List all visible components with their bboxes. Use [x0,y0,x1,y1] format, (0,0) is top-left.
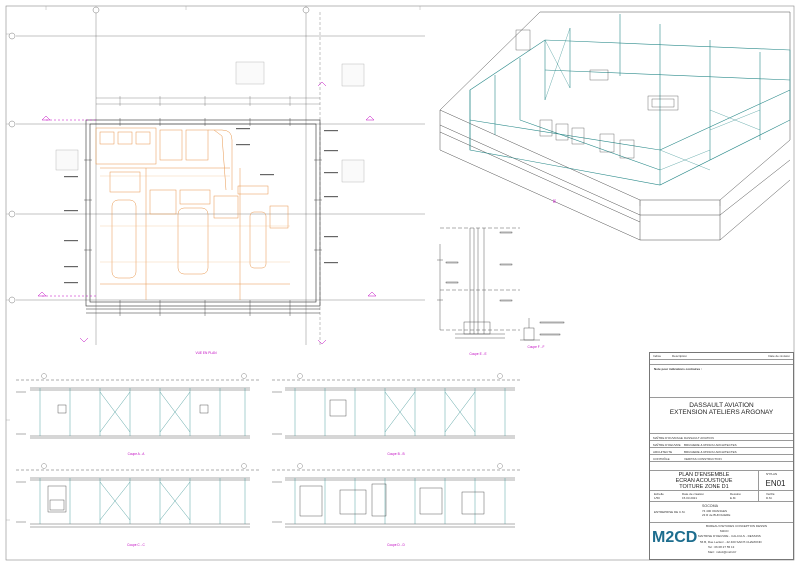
designer-line-3: Tel : 06 08 27 55 13 [708,545,735,549]
party-name-control: VERITAS CONSTRUCTION [684,457,722,461]
client-street: 23 R de BUFOLIERE [702,513,731,517]
party-name-architect: BRUGIERE & RISSOU ARCHITECTES [684,450,737,454]
coupe-d-section [272,469,520,528]
coupe-e-detail [437,227,520,339]
plan-view-label: VUE EN PLAN [195,351,217,355]
coupe-d-label: Coupe D - D [387,543,405,547]
coupe-f-label: Coupe F - F [527,345,544,349]
party-role-control: CONTRÔLE [653,457,670,461]
drawing-title-1: PLAN D'ENSEMBLE [678,472,730,478]
designer-line-2: 56 B, Rue Leclerc - 42 400 SAINT-CHAMOND [700,540,762,544]
client-name: SOCOMA [702,504,718,508]
designer-line-1: MAITRISE D'OEUVRE - CALCULS - DESSINS [698,534,761,538]
designer-line-4: Mail : m2cd@m2cd.fr [708,550,737,554]
rev-date-header: Date de révision [768,354,790,358]
axon-view-label: 3D [552,199,556,204]
hvac-equipment [95,127,290,300]
party-role-owner: MAÎTRE D'OUVRAGE [653,436,683,440]
meta-date-label: Date de création [682,492,705,496]
drawing-title-2: ECRAN ACOUSTIQUE [675,478,733,484]
plan-view [8,6,425,345]
party-role-architect: ARCHITECTE [653,450,673,454]
m2cd-logo: M2CD [652,525,697,559]
plan-number: EN01 [765,479,786,488]
party-role-moe: MAÎTRE D'OEUVRE [653,443,681,447]
coupe-e-label: Coupe E - E [469,352,486,356]
sheet-border [5,5,795,561]
meta-checked-label: Vérifié [766,492,775,496]
meta-drawn-label: Dessiné [730,492,741,496]
party-name-owner: DASSAULT AVIATION [684,436,714,440]
title-block: Indice Description Date de révision Note… [649,352,794,560]
coupe-c-label: Coupe C - C [127,543,145,547]
meta-date-value: 15.03.2021 [682,496,698,500]
notes-title: Note pour indications contraires : [654,367,703,371]
axonometric-view [439,11,791,241]
coupe-c-section [16,469,260,528]
meta-drawn-value: E.M. [730,496,737,500]
rev-description-header: Description [672,354,688,358]
project-line-1: DASSAULT AVIATION [689,402,754,409]
meta-scale-label: Echelle [654,492,664,496]
drawing-title-3: TOITURE ZONE D1 [679,484,729,490]
coupe-b-label: Coupe B - B [387,452,404,456]
coupe-a-label: Coupe A - A [128,452,146,456]
designer-name: M2CD [720,529,729,533]
rev-indice-header: Indice [653,354,662,358]
coupe-b-section [272,379,520,439]
meta-scale-value: 1/50 [654,496,660,500]
contractor-label: ENTREPRISE DE C.M. [654,510,686,514]
party-name-moe: BRUGIERE & RISSOU ARCHITECTES [684,443,737,447]
section-marks [37,81,377,345]
logo-text: M2CD [652,529,698,546]
coupe-a-section [16,379,260,439]
meta-checked-value: D.M. [766,496,773,500]
client-city: 74 400 ORANGES [702,509,728,513]
project-line-2: EXTENSION ATELIERS ARGONAY [669,409,774,416]
designer-header: BUREAU D'ETUDES CONCEPTION DESSIN [706,524,768,528]
plan-no-label: N°PLAN [766,472,778,476]
coupe-f-detail [520,318,565,341]
